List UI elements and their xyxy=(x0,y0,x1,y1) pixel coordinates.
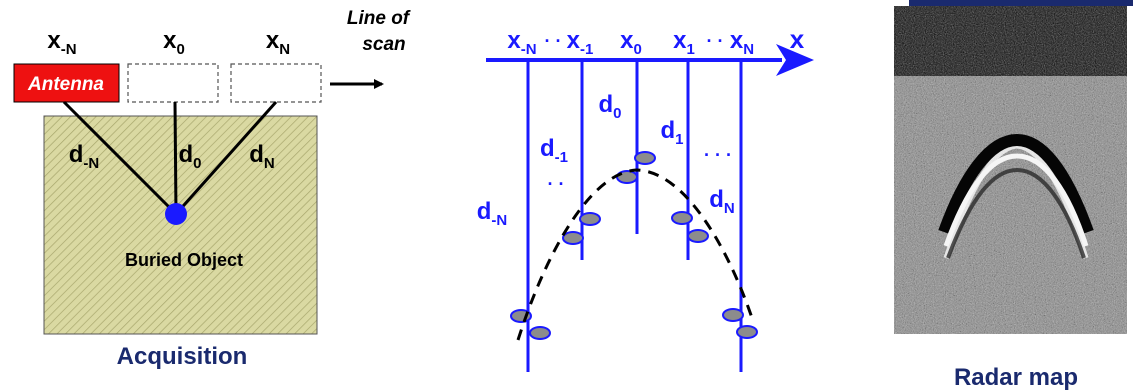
antenna-box xyxy=(13,63,120,103)
wavelet-x-n xyxy=(722,308,758,339)
ray-path-left xyxy=(62,100,178,216)
axis-label-x-0: x0 xyxy=(620,27,642,58)
axis-label-x-minus-n: x-N xyxy=(507,27,536,58)
wavelet-x-minus-1 xyxy=(562,212,601,245)
wavelet-x-1 xyxy=(671,211,709,243)
trace-label-d-n: dN xyxy=(709,186,735,217)
axis-label-x-n: xN xyxy=(730,27,754,58)
position-label-x-0: x0 xyxy=(163,27,185,58)
radar-hyperbola-dark-band xyxy=(938,133,1094,235)
acquisition-caption: Acquisition xyxy=(117,343,248,370)
reflection-hyperbola xyxy=(516,168,754,341)
trace-dots-left: · · xyxy=(548,174,565,194)
antenna-position-center-box xyxy=(127,63,219,103)
antenna-label: Antenna xyxy=(27,74,104,95)
radar-map-panel: Radar map xyxy=(894,0,1133,391)
scan-traces-panel: x-N · · x-1 x0 x1 · · xN x xyxy=(477,24,814,372)
scan-x-axis-arrowhead xyxy=(776,44,814,76)
axis-dots-right: · · xyxy=(707,31,724,51)
ray-path-right xyxy=(174,101,278,215)
buried-object-marker xyxy=(165,203,187,225)
distance-label-d-0: d0 xyxy=(178,141,201,172)
trace-label-d-minus-1: d-1 xyxy=(540,135,568,166)
axis-label-x-minus-1: x-1 xyxy=(567,27,594,58)
axis-label-x: x xyxy=(790,24,805,54)
position-label-x-n: xN xyxy=(266,27,290,58)
axis-label-x-1: x1 xyxy=(673,27,695,58)
radar-map-caption: Radar map xyxy=(954,364,1078,391)
ray-path-center xyxy=(173,101,178,215)
position-label-x-minus-n: x-N xyxy=(47,27,76,58)
wavelet-x-minus-n xyxy=(510,309,551,340)
antenna-position-right-box xyxy=(230,63,322,103)
trace-label-d-0: d0 xyxy=(598,91,621,122)
soil-block xyxy=(43,115,318,335)
buried-object-label: Buried Object xyxy=(125,250,243,270)
trace-label-d-minus-n: d-N xyxy=(477,198,508,229)
radar-hyperbola-inner xyxy=(946,167,1086,259)
line-of-scan-label-2: scan xyxy=(362,34,405,55)
line-of-scan-label-1: Line of xyxy=(347,8,411,29)
radar-map-top-bar xyxy=(909,0,1133,6)
axis-dots-left: · · xyxy=(545,31,562,51)
distance-label-d-n: dN xyxy=(249,141,275,172)
radar-map-image xyxy=(894,6,1127,334)
trace-dots-right: · · · xyxy=(704,145,732,165)
trace-label-d-1: d1 xyxy=(660,117,683,148)
distance-label-d-minus-n: d-N xyxy=(69,141,100,172)
radar-hyperbola-bright-band xyxy=(943,153,1089,247)
acquisition-panel: x-N x0 xN Antenna Line of scan d-N d0 dN… xyxy=(13,8,411,370)
